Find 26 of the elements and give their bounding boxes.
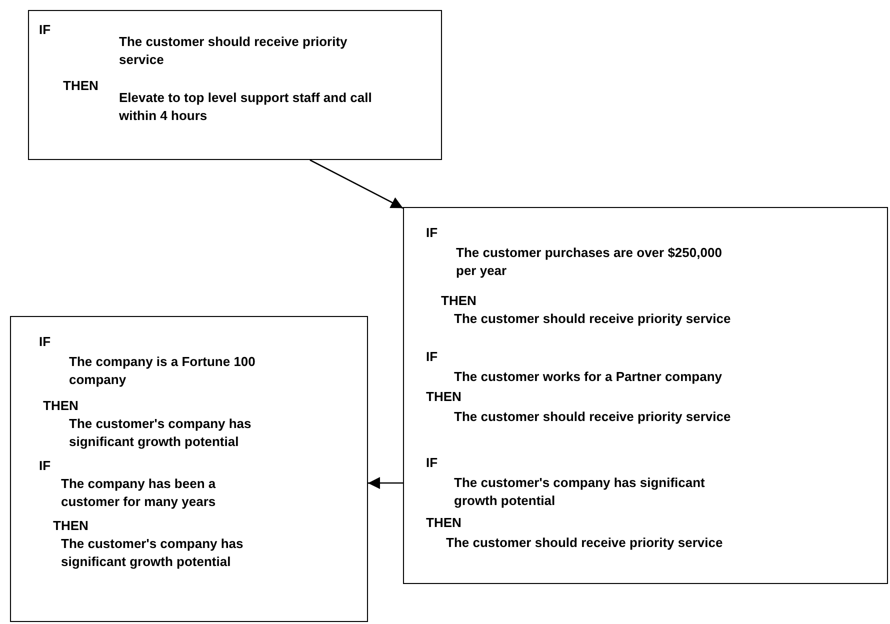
keyword-label: IF — [426, 224, 439, 242]
arrow — [310, 159, 404, 209]
rule-text: The customer purchases are over $250,000 per year — [456, 244, 723, 280]
keyword-label: THEN — [53, 517, 90, 535]
keyword-label: IF — [39, 333, 52, 351]
keyword-label: IF — [426, 454, 439, 472]
rule-text: The customer's company has significant growth potential — [61, 535, 244, 571]
rule-text: Elevate to top level support staff and call within 4 hours — [119, 89, 373, 125]
arrow — [368, 477, 403, 490]
rule-text: The customer works for a Partner company — [454, 368, 724, 386]
rule-text: The company is a Fortune 100 company — [69, 353, 256, 389]
rule-text: The customer should receive priority service — [454, 310, 732, 328]
rule-text: The customer should receive priority service — [446, 534, 724, 552]
rule-text: The customer's company has significant growth potential — [454, 474, 706, 510]
keyword-label: THEN — [441, 292, 478, 310]
rule-text: The customer should receive priority service — [119, 33, 348, 69]
rule-text: The customer should receive priority service — [454, 408, 732, 426]
keyword-label: THEN — [426, 514, 462, 532]
keyword-label: THEN — [63, 77, 100, 95]
keyword-label: IF — [39, 21, 52, 39]
keyword-label: IF — [39, 457, 52, 475]
keyword-label: IF — [426, 348, 439, 366]
rule-text: The customer's company has significant growth potential — [69, 415, 252, 451]
keyword-label: THEN — [43, 397, 80, 415]
keyword-label: THEN — [426, 388, 462, 406]
rule-text: The company has been a customer for many years — [61, 475, 217, 511]
